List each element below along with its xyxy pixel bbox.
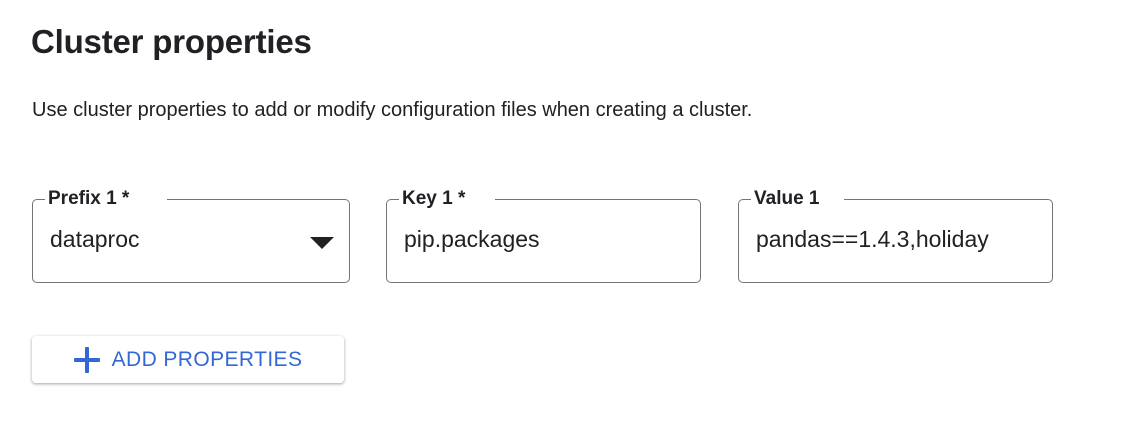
key-field[interactable]: Key 1 * pip.packages bbox=[386, 188, 701, 283]
page-title: Cluster properties bbox=[31, 23, 312, 60]
outline-leading bbox=[386, 199, 399, 283]
add-properties-button[interactable]: ADD PROPERTIES bbox=[32, 336, 344, 383]
outline-leading bbox=[32, 199, 45, 283]
value-field[interactable]: Value 1 pandas==1.4.3,holiday bbox=[738, 188, 1053, 283]
key-field-label: Key 1 * bbox=[399, 188, 470, 210]
key-field-value[interactable]: pip.packages bbox=[404, 226, 540, 252]
plus-icon bbox=[73, 346, 100, 373]
value-field-label: Value 1 bbox=[751, 188, 824, 210]
prefix-field-label: Prefix 1 * bbox=[45, 188, 134, 210]
page-description: Use cluster properties to add or modify … bbox=[32, 99, 753, 121]
chevron-down-icon[interactable] bbox=[310, 237, 334, 249]
value-field-value[interactable]: pandas==1.4.3,holiday bbox=[756, 226, 989, 252]
outline-leading bbox=[738, 199, 751, 283]
prefix-field-value[interactable]: dataproc bbox=[50, 226, 140, 252]
add-properties-button-label: ADD PROPERTIES bbox=[111, 347, 303, 371]
prefix-field[interactable]: Prefix 1 * dataproc bbox=[32, 188, 350, 283]
